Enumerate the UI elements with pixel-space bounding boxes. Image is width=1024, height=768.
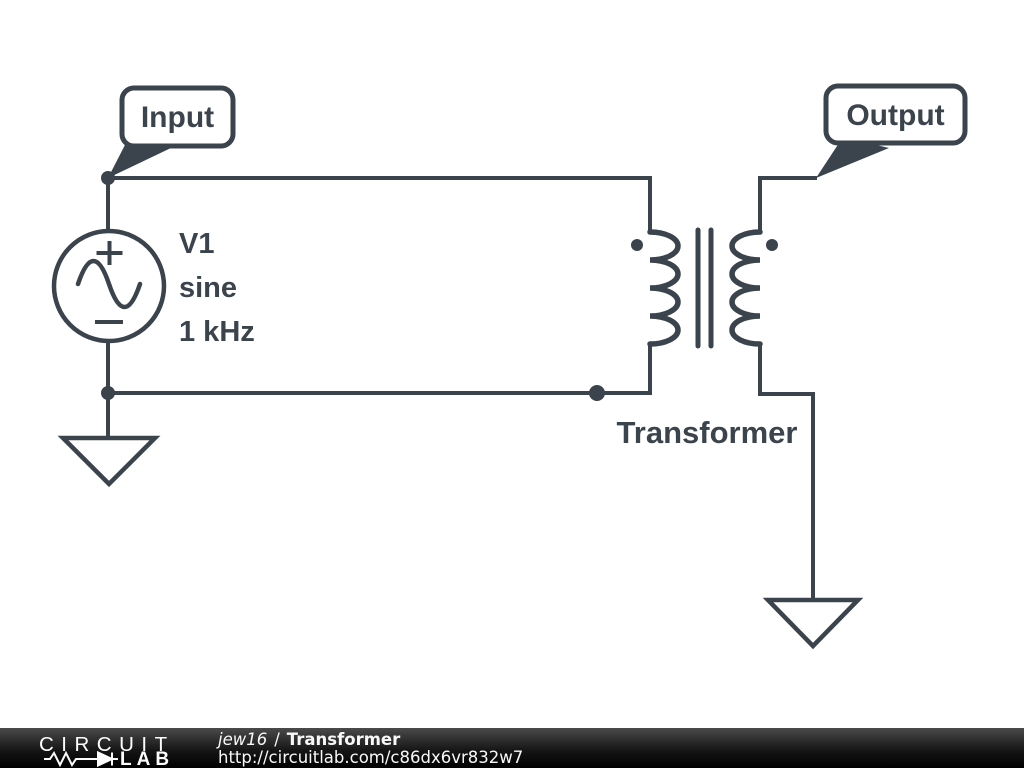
output-flag-label: Output xyxy=(846,99,944,132)
ground-right-icon[interactable] xyxy=(762,597,864,650)
input-flag-tail xyxy=(108,141,173,178)
logo-word-lab: LAB xyxy=(120,749,174,767)
transformer-core-icon xyxy=(695,227,714,349)
voltage-source-v1[interactable] xyxy=(51,228,167,344)
wire-secondary-ground-lead[interactable] xyxy=(758,344,815,601)
secondary-polarity-dot-icon xyxy=(766,239,778,251)
transformer-symbol[interactable] xyxy=(631,227,778,349)
junction-dot-bottom-wire xyxy=(589,385,605,401)
wire-output-stub[interactable] xyxy=(758,176,817,232)
logo-resistor-diode-icon xyxy=(44,750,118,767)
source-frequency-label: 1 kHz xyxy=(179,316,255,348)
logo-word-circuit: CIRCUIT xyxy=(39,733,175,756)
input-flag-label: Input xyxy=(141,101,214,134)
junction-dot-source-ground xyxy=(101,386,115,400)
sine-wave-icon xyxy=(75,259,143,309)
input-flag[interactable]: Input xyxy=(108,85,236,178)
output-flag-bubble[interactable] xyxy=(823,83,968,146)
plus-icon xyxy=(96,241,123,265)
source-name-label: V1 xyxy=(179,228,214,260)
output-flag[interactable]: Output xyxy=(816,83,968,178)
schematic-canvas: V1 sine 1 kHz Transformer xyxy=(51,83,968,650)
footer-url: http://circuitlab.com/c86dx6vr832w7 xyxy=(218,748,524,767)
footer-title: Transformer xyxy=(286,730,401,749)
footer-credit-line: jew16 / Transformer xyxy=(218,731,523,749)
ground-left-icon[interactable] xyxy=(57,435,161,488)
source-waveform-label: sine xyxy=(179,272,237,304)
footer-author: jew16 xyxy=(218,730,268,749)
footer-separator: / xyxy=(274,730,280,749)
transformer-primary-coil-icon[interactable] xyxy=(647,229,681,347)
transformer-secondary-coil-icon[interactable] xyxy=(729,229,763,347)
input-flag-bubble[interactable] xyxy=(119,85,236,149)
transformer-label: Transformer xyxy=(617,415,798,450)
footer-credit: jew16 / Transformer http://circuitlab.co… xyxy=(218,731,523,767)
circuitlab-logo: CIRCUIT LAB xyxy=(39,733,175,767)
primary-polarity-dot-icon xyxy=(631,239,643,251)
footer-watermark-bar: CIRCUIT LAB jew16 / Transformer http://c… xyxy=(0,728,1024,768)
output-flag-tail xyxy=(816,137,889,178)
voltage-source-labels: V1 sine 1 kHz xyxy=(179,228,255,348)
